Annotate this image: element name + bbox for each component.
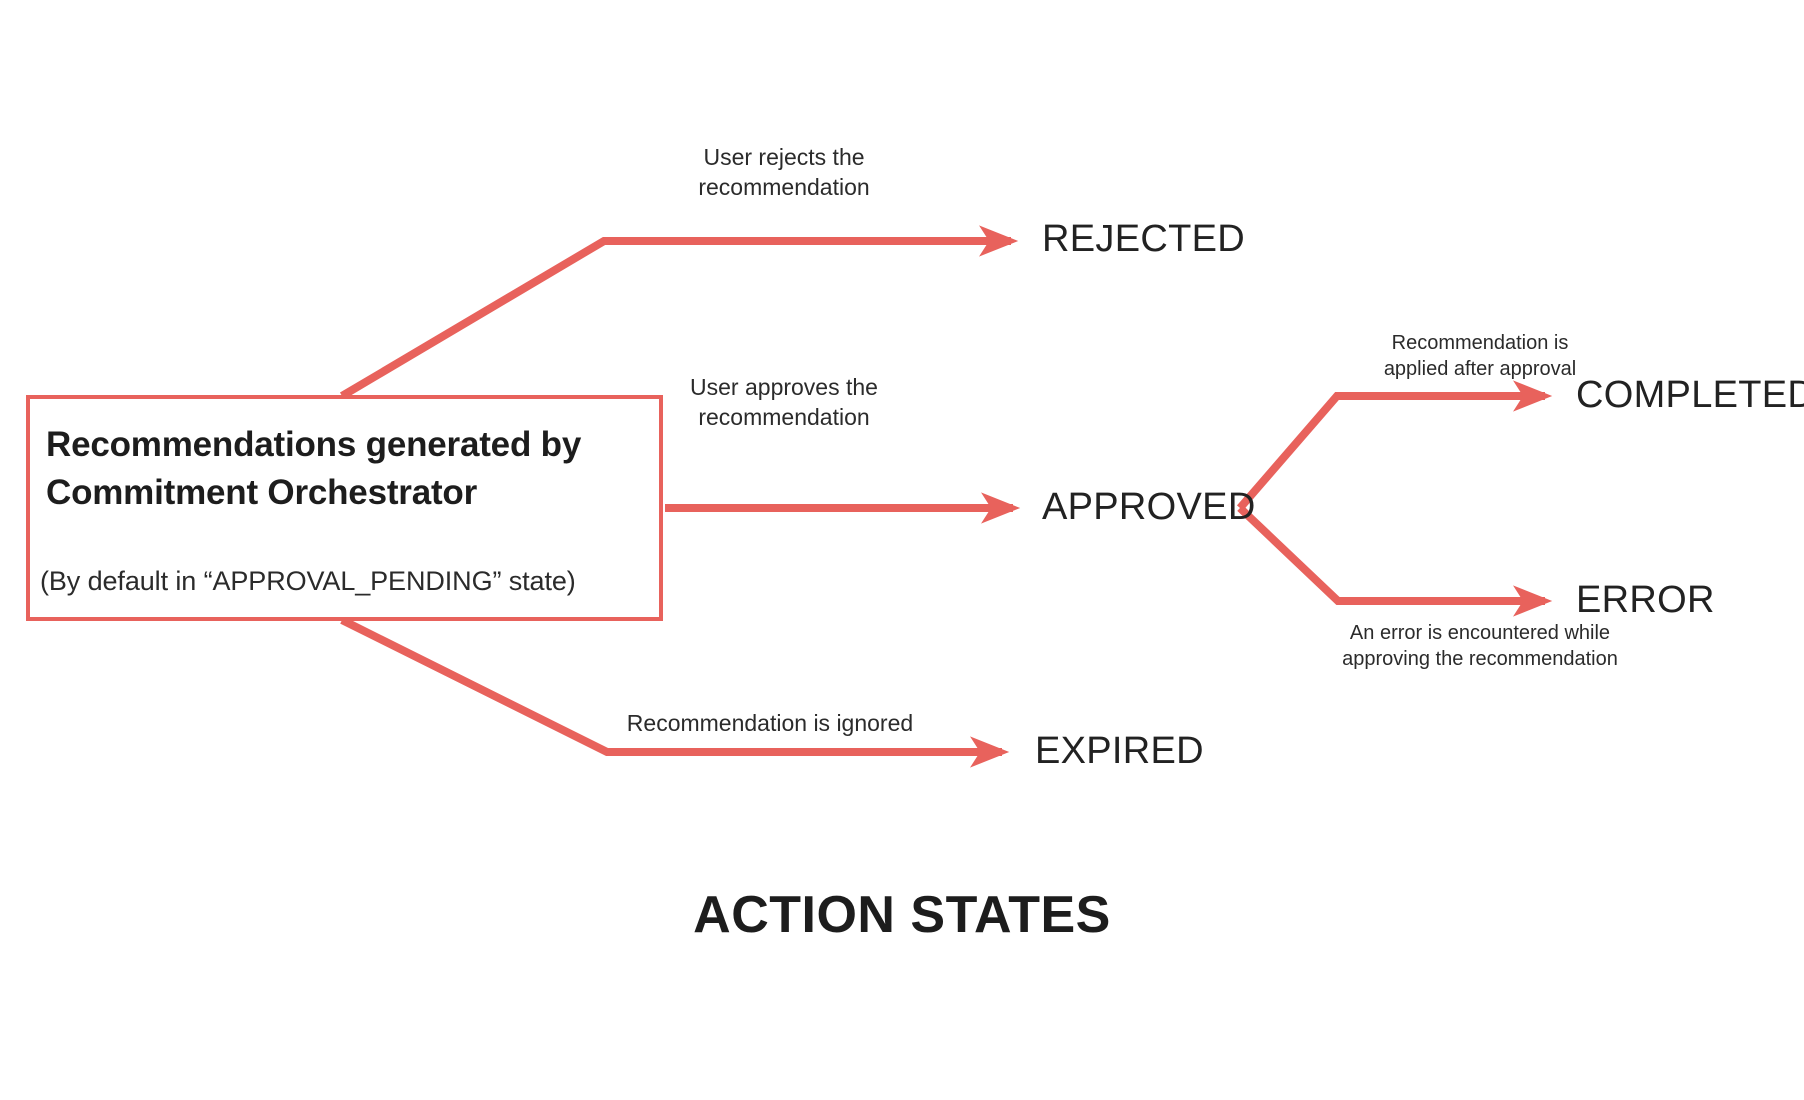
state-expired: EXPIRED — [1035, 730, 1204, 772]
state-approved: APPROVED — [1042, 486, 1256, 528]
source-node-title: Recommendations generated by Commitment … — [46, 425, 582, 513]
edge-label-to-completed: Recommendation is applied after approval — [1383, 332, 1577, 380]
edge-approved-to-error — [1237, 505, 1553, 617]
state-error: ERROR — [1576, 579, 1715, 621]
edge-label-to-expired: Recommendation is ignored — [626, 710, 914, 736]
figure-title: ACTION STATES — [693, 886, 1111, 944]
edge-source-to-rejected — [339, 225, 1019, 400]
edge-approved-to-completed — [1236, 380, 1553, 511]
source-node: Recommendations generated by Commitment … — [26, 395, 663, 621]
source-node-subtitle: (By default in “APPROVAL_PENDING” state) — [40, 566, 576, 596]
edge-label-to-rejected: User rejects the recommendation — [698, 144, 870, 201]
state-completed: COMPLETED — [1576, 374, 1804, 416]
state-rejected: REJECTED — [1042, 218, 1245, 260]
edge-label-to-approved: User approves the recommendation — [690, 374, 878, 431]
edge-label-to-error: An error is encountered while approving … — [1342, 622, 1618, 670]
edge-source-to-expired — [340, 616, 1010, 768]
